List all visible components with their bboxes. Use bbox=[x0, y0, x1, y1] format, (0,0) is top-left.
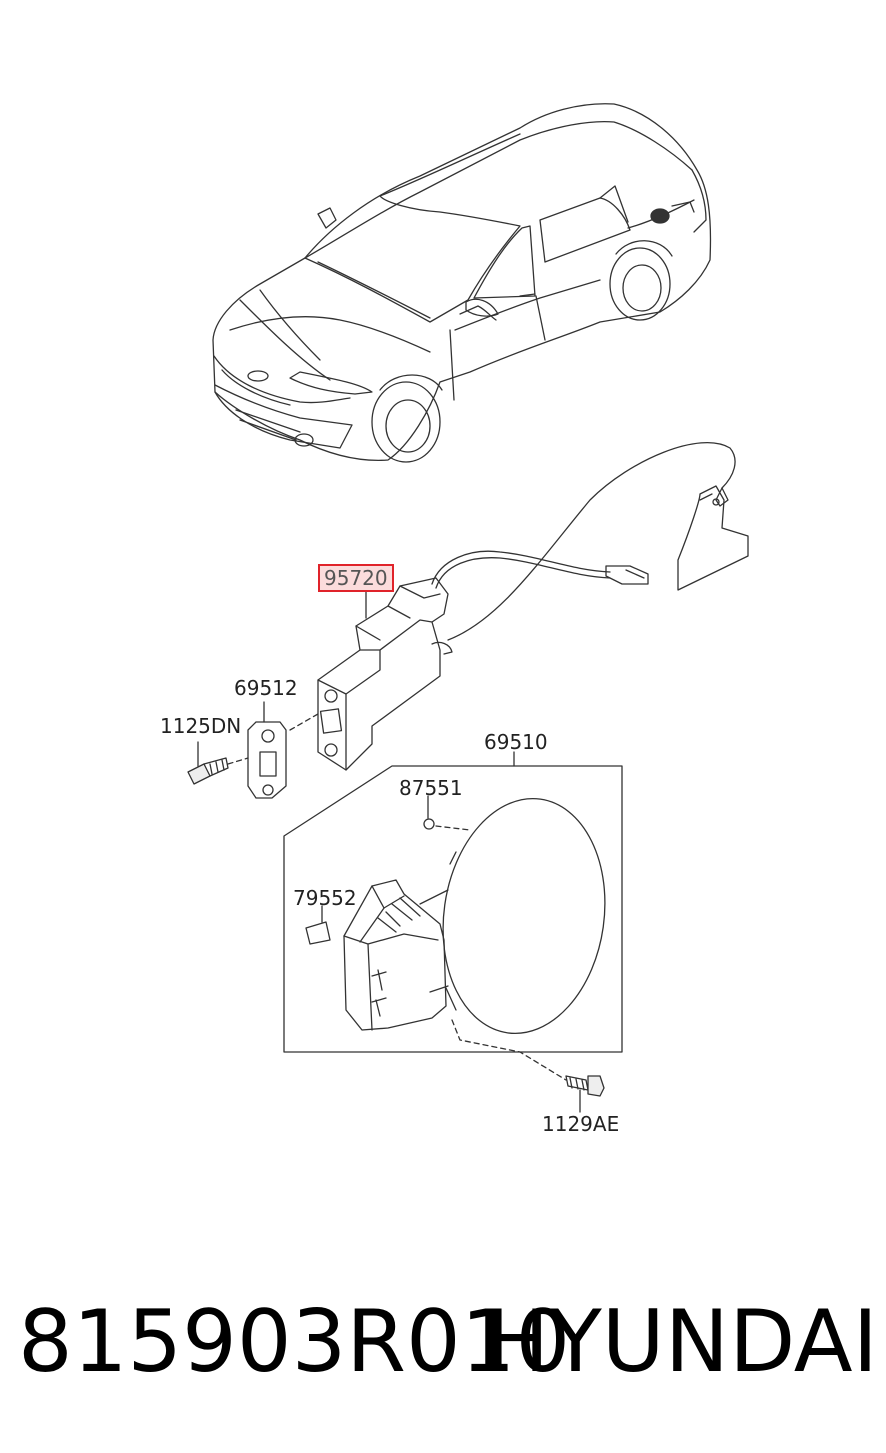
callout-1129ae: 1129AE bbox=[542, 1112, 620, 1136]
callout-1125dn: 1125DN bbox=[160, 714, 242, 738]
housing-79552-part bbox=[343, 879, 457, 1031]
screw-1125dn bbox=[187, 757, 229, 785]
callout-87551: 87551 bbox=[399, 776, 463, 800]
fuel-door-panel bbox=[419, 797, 606, 1035]
dash-87551 bbox=[435, 825, 471, 831]
callout-95720: 95720 bbox=[318, 564, 394, 592]
fuel-door-actuator bbox=[317, 577, 453, 771]
bumper-87551 bbox=[423, 818, 435, 830]
screw-1129ae bbox=[565, 1075, 605, 1097]
release-cable bbox=[431, 442, 749, 641]
car-illustration bbox=[212, 103, 712, 463]
assy-box-69510 bbox=[283, 765, 623, 1053]
dash-1129ae bbox=[451, 1019, 567, 1081]
dash-69512 bbox=[289, 713, 319, 731]
bracket-69512 bbox=[247, 721, 287, 799]
dash-1125dn bbox=[227, 757, 249, 765]
parts-diagram bbox=[187, 103, 749, 1113]
clip-79552 bbox=[305, 921, 331, 945]
callout-79552: 79552 bbox=[293, 886, 357, 910]
callout-69510: 69510 bbox=[484, 730, 548, 754]
footer: 815903R010 HYUNDAI bbox=[18, 1292, 878, 1392]
part-number: 815903R010 bbox=[18, 1292, 571, 1392]
brand-name: HYUNDAI bbox=[484, 1292, 878, 1392]
callout-69512: 69512 bbox=[234, 676, 298, 700]
